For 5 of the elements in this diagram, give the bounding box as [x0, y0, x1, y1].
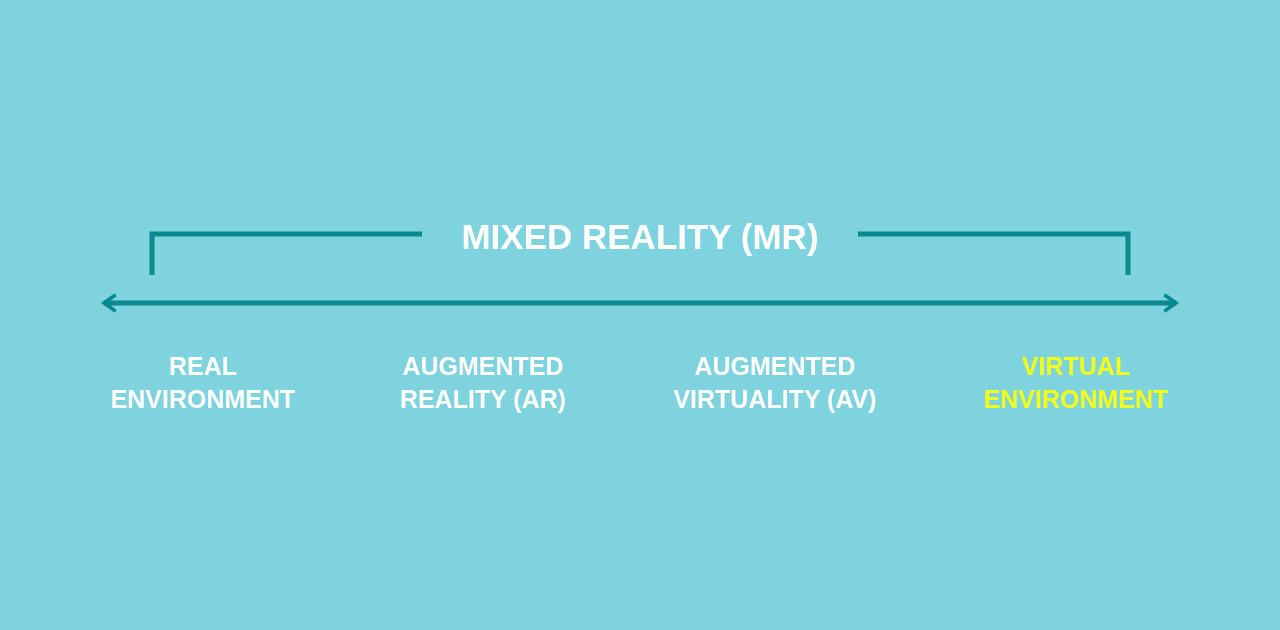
scale-label: REAL ENVIRONMENT — [109, 351, 297, 415]
scale-label: AUGMENTED REALITY (AR) — [398, 351, 568, 415]
scale-label: VIRTUAL ENVIRONMENT — [982, 351, 1170, 415]
bracket-label: MIXED REALITY (MR) — [461, 216, 819, 258]
scale-label: AUGMENTED VIRTUALITY (AV) — [672, 351, 878, 415]
